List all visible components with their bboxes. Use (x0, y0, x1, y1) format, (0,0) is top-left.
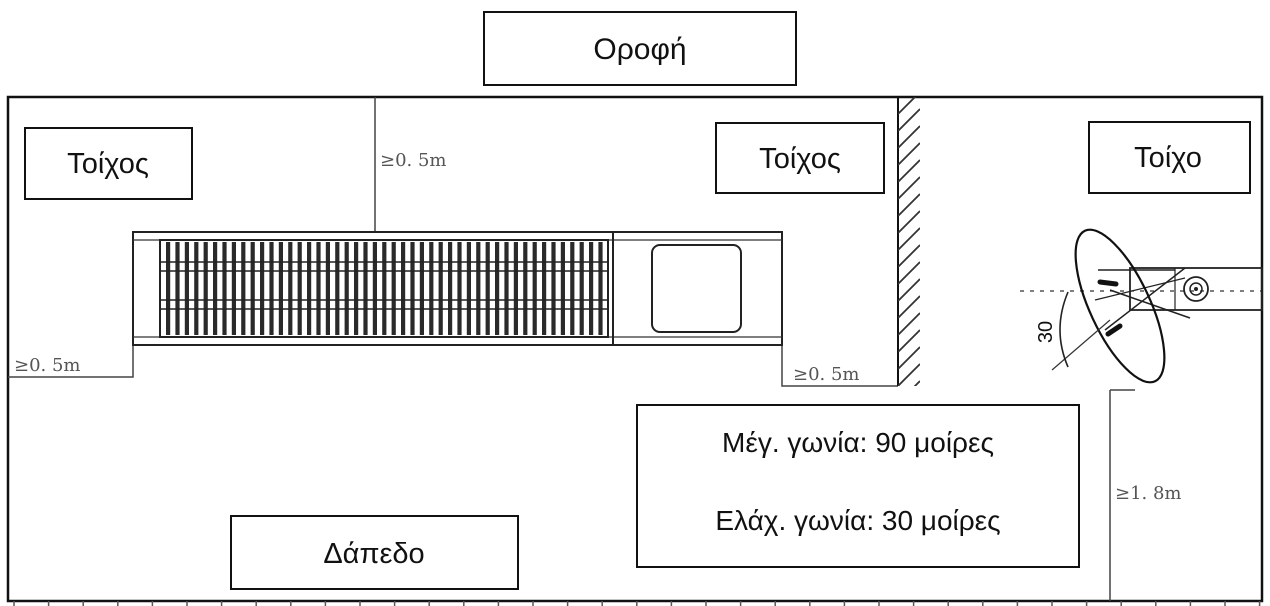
floor-ticks (13, 601, 1261, 606)
grille-bar (278, 242, 283, 335)
grille-bar (382, 242, 387, 335)
grille-bar (570, 242, 575, 335)
grille-bar (166, 242, 171, 335)
left-clearance-line (8, 345, 134, 378)
grille-bar (344, 242, 349, 335)
grille-bar (250, 242, 255, 335)
grille-bar (466, 242, 471, 335)
hatch-line (898, 244, 920, 268)
tilted-heater-side-view: 30 (1020, 228, 1263, 384)
wall-label-box-left: Τοίχος (24, 127, 193, 200)
grille-bar (269, 242, 274, 335)
grille-bar (551, 242, 556, 335)
floor-label-box: Δάπεδο (230, 515, 519, 590)
hatch-line (898, 363, 920, 386)
grille-bar (213, 242, 218, 335)
heater-grille-bars (166, 242, 603, 335)
grille-bar (231, 242, 236, 335)
hatch-line (898, 125, 920, 149)
grille-bar (288, 242, 293, 335)
grille-bar (504, 242, 509, 335)
grille-bar (579, 242, 584, 335)
hatch-line (898, 346, 920, 370)
grille-bar (598, 242, 603, 335)
max-angle-text: Μέγ. γωνία: 90 μοίρες (722, 427, 994, 458)
grille-bar (476, 242, 481, 335)
grille-bar (241, 242, 246, 335)
hatch-line (898, 176, 920, 200)
hatch-line (898, 312, 920, 336)
grille-bar (325, 242, 330, 335)
hatch-line (898, 142, 920, 166)
ceiling-label: Οροφή (593, 33, 686, 66)
grille-bar (391, 242, 396, 335)
grille-bar (194, 242, 199, 335)
grille-bar (448, 242, 453, 335)
grille-bar (532, 242, 537, 335)
hatch-line (898, 159, 920, 183)
left-clearance-text: ≥0. 5m (14, 355, 81, 376)
right-clearance-text: ≥0. 5m (793, 364, 860, 385)
grille-bar (175, 242, 180, 335)
angle-info-box: Μέγ. γωνία: 90 μοίρες Ελάχ. γωνία: 30 μο… (636, 404, 1080, 568)
ceiling-label-box: Οροφή (483, 11, 797, 86)
grille-bar (363, 242, 368, 335)
tilt-angle-text: 30 (1035, 321, 1057, 343)
hatch-line (898, 278, 920, 302)
hatch-line (898, 227, 920, 251)
room-outline (6, 95, 1264, 603)
grille-bar (297, 242, 302, 335)
wall-label-box-right: Τοίχο (1088, 121, 1251, 194)
grille-bar (222, 242, 227, 335)
hatch-line (898, 261, 920, 285)
grille-bar (335, 242, 340, 335)
grille-bar (542, 242, 547, 335)
grille-bar (316, 242, 321, 335)
min-height-text: ≥1. 8m (1115, 483, 1182, 504)
heater-control-box (651, 244, 742, 333)
wall-label-left: Τοίχος (67, 148, 149, 180)
grille-bar (401, 242, 406, 335)
heater-unit (132, 231, 783, 346)
grille-bar (513, 242, 518, 335)
wall-label-right: Τοίχο (1134, 142, 1202, 174)
min-angle-text: Ελάχ. γωνία: 30 μοίρες (715, 505, 1000, 536)
grille-bar (589, 242, 594, 335)
hatch-line (898, 210, 920, 234)
grille-bar (523, 242, 528, 335)
grille-bar (307, 242, 312, 335)
hatched-wall (897, 97, 920, 386)
grille-bar (354, 242, 359, 335)
wall-label-box-middle: Τοίχος (715, 122, 885, 194)
wall-label-middle: Τοίχος (759, 143, 841, 175)
grille-bar (438, 242, 443, 335)
grille-bar (372, 242, 377, 335)
hatch-line (898, 108, 920, 132)
hatch-line (913, 380, 920, 386)
top-clearance-text: ≥0. 5m (380, 150, 447, 171)
hatch-line (898, 97, 917, 115)
right-clearance-line (781, 345, 898, 387)
hatch-line (898, 295, 920, 319)
grille-bar (457, 242, 462, 335)
grille-bar (560, 242, 565, 335)
grille-bar (410, 242, 415, 335)
hatch-line (898, 193, 920, 217)
grille-bar (203, 242, 208, 335)
grille-bar (495, 242, 500, 335)
grille-bar (485, 242, 490, 335)
floor-label: Δάπεδο (323, 538, 424, 570)
grille-bar (184, 242, 189, 335)
grille-bar (260, 242, 265, 335)
grille-bar (419, 242, 424, 335)
hatch-line (898, 329, 920, 353)
grille-bar (429, 242, 434, 335)
